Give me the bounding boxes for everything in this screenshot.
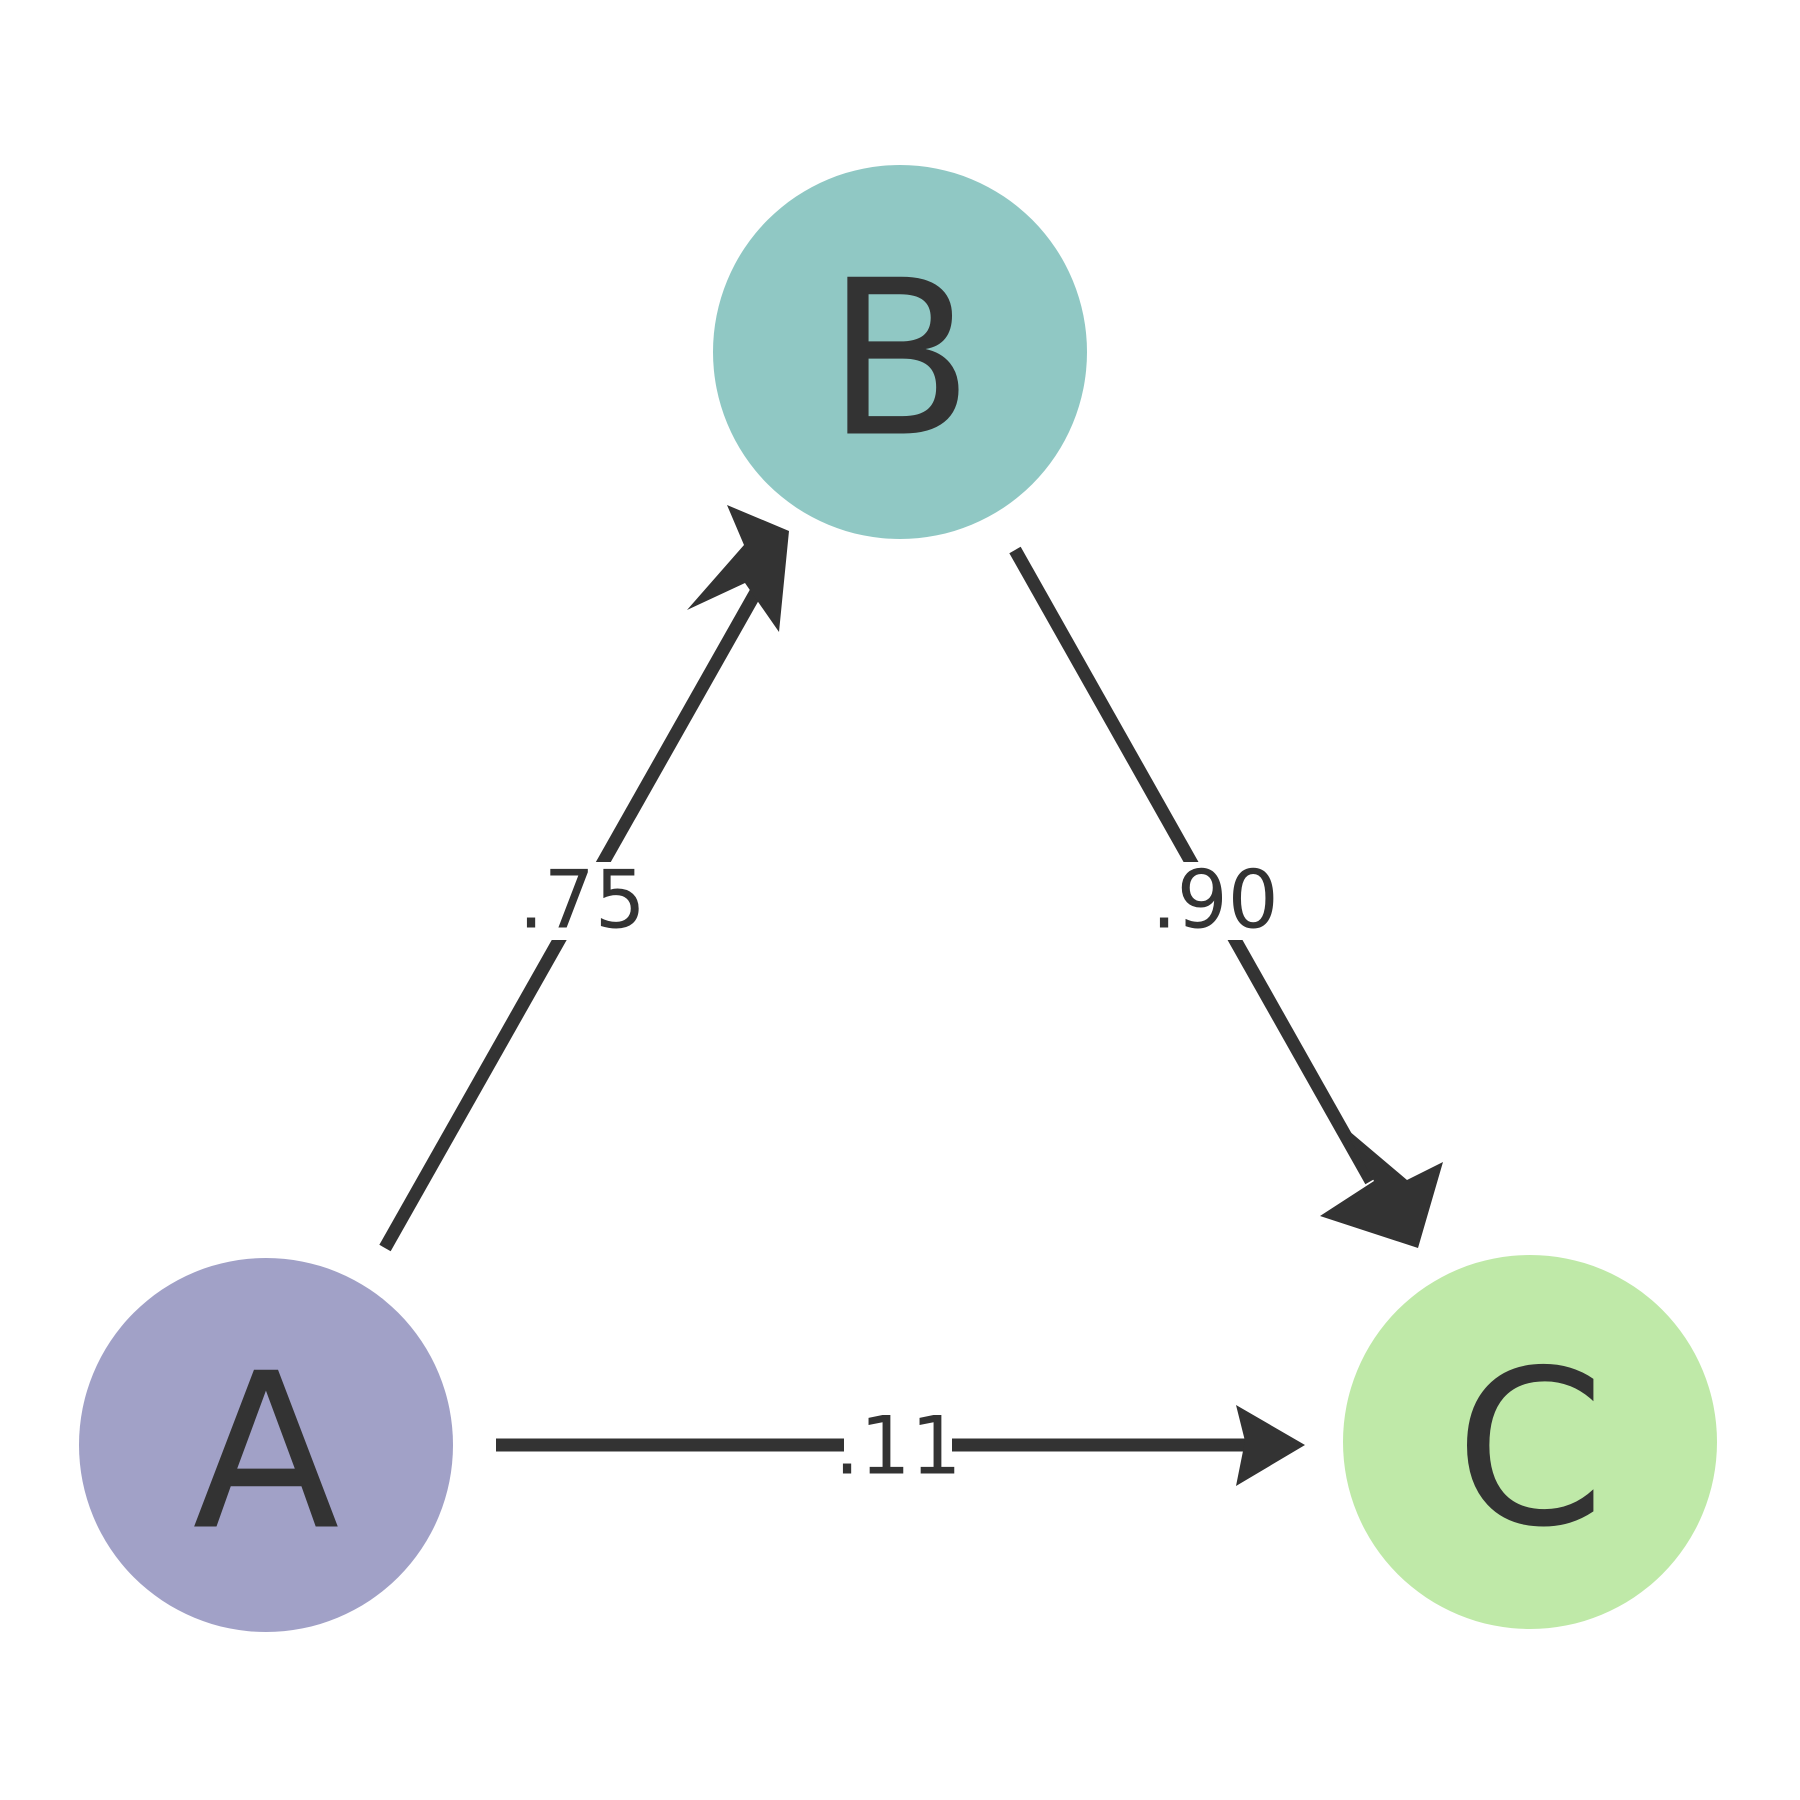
edge-label-a-to-c-text: .11 bbox=[834, 1400, 961, 1493]
node-c[interactable]: C bbox=[1343, 1255, 1717, 1629]
edge-label-a-to-c: .11 bbox=[834, 1400, 961, 1493]
edge-label-b-to-c-text: .90 bbox=[1151, 854, 1278, 947]
edge-b-to-c-arrowhead bbox=[1320, 1125, 1443, 1248]
node-b[interactable]: B bbox=[713, 165, 1087, 539]
edge-label-a-to-b: .75 bbox=[518, 854, 645, 947]
node-a-label: A bbox=[192, 1327, 339, 1578]
edge-label-a-to-b-text: .75 bbox=[518, 854, 645, 947]
node-c-label: C bbox=[1455, 1324, 1605, 1575]
edge-label-a-to-c-backdrop bbox=[844, 1407, 952, 1485]
node-b-circle[interactable] bbox=[713, 165, 1087, 539]
edge-label-a-to-b-backdrop bbox=[530, 862, 636, 940]
node-a-circle[interactable] bbox=[79, 1258, 453, 1632]
edge-a-to-b-arrowhead bbox=[687, 505, 789, 632]
node-b-label: B bbox=[826, 234, 974, 485]
node-a[interactable]: A bbox=[79, 1258, 453, 1632]
edge-a-to-c-arrowhead bbox=[1236, 1405, 1305, 1486]
edge-label-b-to-c: .90 bbox=[1151, 854, 1278, 947]
node-c-circle[interactable] bbox=[1343, 1255, 1717, 1629]
edge-label-b-to-c-backdrop bbox=[1163, 862, 1269, 940]
